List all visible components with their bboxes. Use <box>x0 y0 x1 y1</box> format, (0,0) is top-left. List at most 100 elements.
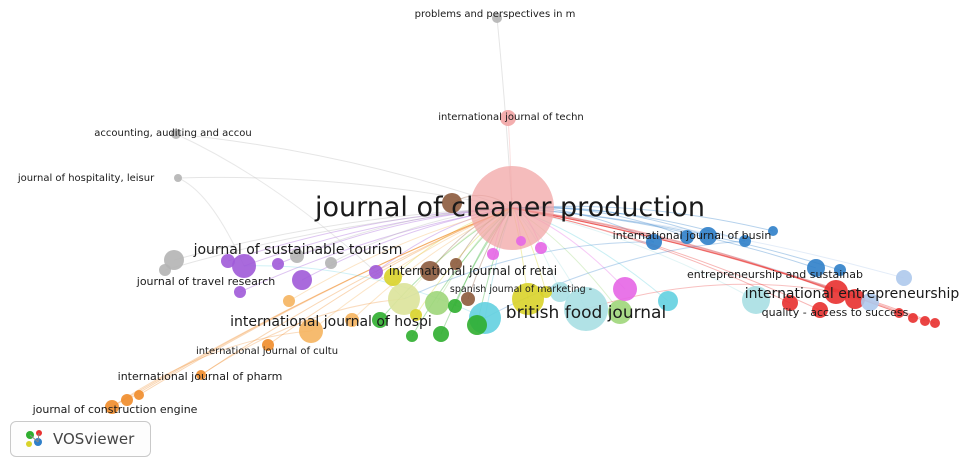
network-node[interactable] <box>425 291 449 315</box>
network-node[interactable] <box>174 174 182 182</box>
label-problems-and-perspectives-in-m[interactable]: problems and perspectives in m <box>415 9 576 20</box>
vosviewer-watermark-text: VOSviewer <box>53 430 135 448</box>
network-node[interactable] <box>894 308 904 318</box>
network-link <box>511 207 871 303</box>
label-quality-access-to-success[interactable]: quality - access to success <box>762 306 909 319</box>
network-link <box>164 207 513 271</box>
network-node[interactable] <box>658 291 678 311</box>
label-international-journal-of-pharm[interactable]: international journal of pharm <box>118 370 283 383</box>
label-entrepreneurship-and-sustainab[interactable]: entrepreneurship and sustainab <box>687 268 863 281</box>
network-node[interactable] <box>433 326 449 342</box>
label-international-journal-of-retai[interactable]: international journal of retai <box>389 264 557 278</box>
network-link <box>200 298 405 376</box>
network-node[interactable] <box>134 390 144 400</box>
network-node[interactable] <box>492 13 502 23</box>
label-international-journal-of-techn[interactable]: international journal of techn <box>438 112 584 123</box>
network-node[interactable] <box>384 268 402 286</box>
network-node[interactable] <box>739 235 751 247</box>
network-link <box>511 207 837 293</box>
vosviewer-logo-icon <box>26 430 42 447</box>
network-node[interactable] <box>262 339 274 351</box>
network-node[interactable] <box>369 265 383 279</box>
network-node[interactable] <box>608 300 632 324</box>
network-node[interactable] <box>388 283 420 315</box>
network-node[interactable] <box>812 302 828 318</box>
network-node[interactable] <box>325 257 337 269</box>
network-link <box>173 207 513 261</box>
network-node[interactable] <box>824 280 848 304</box>
network-node[interactable] <box>164 250 184 270</box>
network-node[interactable] <box>272 258 284 270</box>
label-british-food-journal[interactable]: british food journal <box>506 303 666 323</box>
network-node[interactable] <box>782 295 798 311</box>
network-node[interactable] <box>448 299 462 313</box>
network-node[interactable] <box>121 394 133 406</box>
network-node[interactable] <box>540 286 552 298</box>
network-node[interactable] <box>930 318 940 328</box>
network-link <box>177 177 245 267</box>
network-node[interactable] <box>283 295 295 307</box>
network-node[interactable] <box>467 315 487 335</box>
network-node[interactable] <box>613 277 637 301</box>
network-node[interactable] <box>807 259 825 277</box>
network-node[interactable] <box>550 282 570 302</box>
label-international-journal-of-hospi[interactable]: international journal of hospi <box>230 314 432 330</box>
network-node[interactable] <box>535 242 547 254</box>
network-link <box>177 176 513 209</box>
network-node[interactable] <box>290 249 304 263</box>
network-link <box>138 207 513 396</box>
label-accounting-auditing-and-accou[interactable]: accounting, auditing and accou <box>94 128 251 139</box>
network-node[interactable] <box>442 193 462 213</box>
network-node[interactable] <box>232 254 256 278</box>
network-node[interactable] <box>470 166 554 250</box>
network-labels: journal of cleaner production british fo… <box>17 9 960 416</box>
label-journal-of-hospitality-leisur[interactable]: journal of hospitality, leisur <box>17 173 155 184</box>
network-node[interactable] <box>896 270 912 286</box>
label-international-journal-of-cultu[interactable]: international journal of cultu <box>196 346 338 357</box>
network-node[interactable] <box>845 289 865 309</box>
network-link <box>585 283 837 310</box>
network-node[interactable] <box>461 292 475 306</box>
network-node[interactable] <box>768 226 778 236</box>
network-node[interactable] <box>699 227 717 245</box>
network-node[interactable] <box>171 129 181 139</box>
network-node[interactable] <box>487 248 499 260</box>
network-node[interactable] <box>372 312 388 328</box>
label-journal-of-construction-engine[interactable]: journal of construction engine <box>32 403 198 416</box>
network-link <box>511 207 856 300</box>
network-node[interactable] <box>680 230 694 244</box>
network-node[interactable] <box>564 287 608 331</box>
label-spanish-journal-of-marketing[interactable]: spanish journal of marketing - <box>450 284 592 295</box>
network-node[interactable] <box>159 264 171 276</box>
network-node[interactable] <box>299 319 323 343</box>
vosviewer-watermark: VOSviewer <box>10 421 151 457</box>
network-node[interactable] <box>500 110 516 126</box>
label-international-journal-of-busin[interactable]: international journal of busin <box>613 229 772 242</box>
network-node[interactable] <box>646 234 662 250</box>
network-node[interactable] <box>196 370 206 380</box>
network-node[interactable] <box>920 316 930 326</box>
network-node[interactable] <box>516 236 526 246</box>
label-international-entrepreneurship[interactable]: international entrepreneurship <box>745 286 960 302</box>
network-node[interactable] <box>410 309 422 321</box>
network-node[interactable] <box>742 286 770 314</box>
network-link <box>511 207 841 271</box>
network-node[interactable] <box>861 293 879 311</box>
label-journal-of-travel-research[interactable]: journal of travel research <box>136 275 275 288</box>
network-node[interactable] <box>221 254 235 268</box>
network-node[interactable] <box>420 261 440 281</box>
label-journal-of-sustainable-tourism[interactable]: journal of sustainable tourism <box>193 242 403 258</box>
network-node[interactable] <box>234 286 246 298</box>
network-link <box>403 241 655 300</box>
network-link <box>175 133 513 209</box>
network-node[interactable] <box>345 313 359 327</box>
label-journal-of-cleaner-production[interactable]: journal of cleaner production <box>314 192 705 223</box>
network-node[interactable] <box>105 400 119 414</box>
network-node[interactable] <box>406 330 418 342</box>
network-node[interactable] <box>834 264 846 276</box>
network-node[interactable] <box>512 283 544 315</box>
network-node[interactable] <box>450 258 462 270</box>
network-node[interactable] <box>908 313 918 323</box>
network-node[interactable] <box>292 270 312 290</box>
